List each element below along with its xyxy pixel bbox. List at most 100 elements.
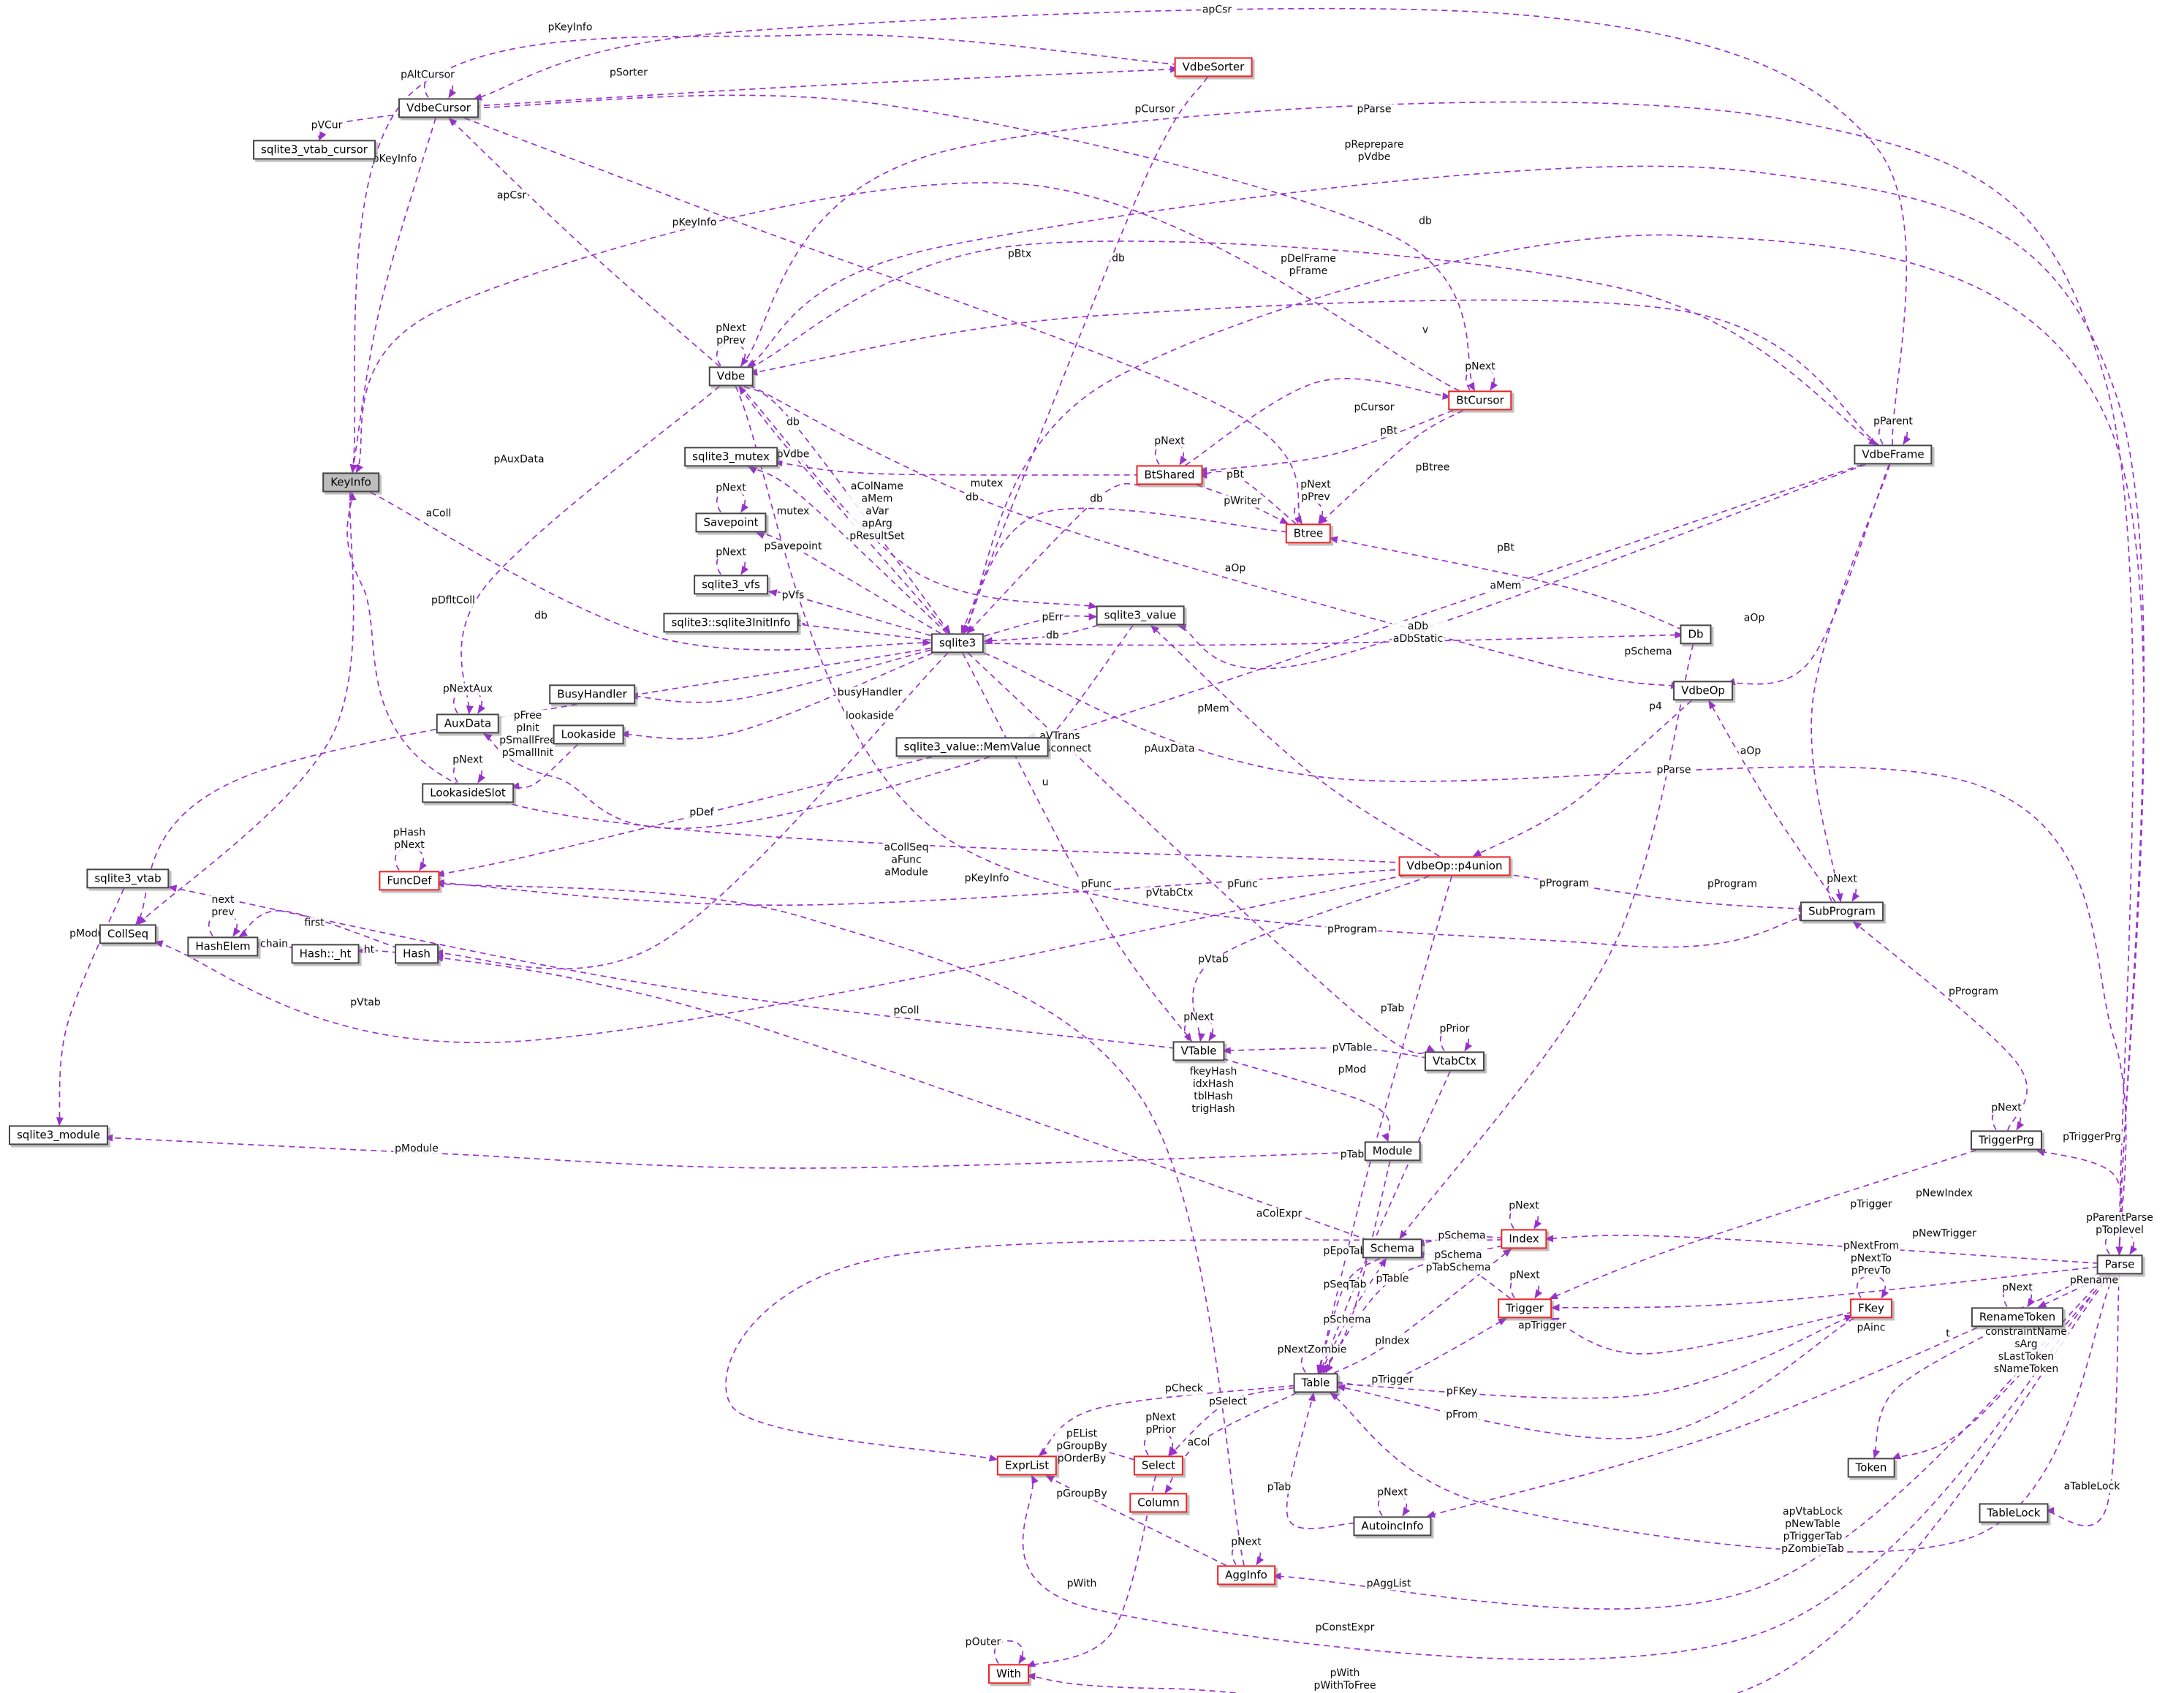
- node-Hash[interactable]: Hash: [395, 944, 439, 964]
- edge-label-aMem: aMem: [1488, 580, 1523, 593]
- edge-sqlite3-to-sqlite3_mutex: [748, 466, 948, 635]
- edge-label-pNext: pNext: [1508, 1269, 1542, 1282]
- edge-label-fkeyHash: fkeyHash idxHash tblHash trigHash: [1188, 1065, 1239, 1116]
- edge-label-pVtab: pVtab: [1197, 953, 1230, 966]
- node-MemValue[interactable]: sqlite3_value::MemValue: [895, 737, 1049, 757]
- node-Select[interactable]: Select: [1133, 1455, 1184, 1476]
- node-sqlite3_mutex[interactable]: sqlite3_mutex: [684, 447, 778, 467]
- edge-label-pFree: pFree pInit pSmallFree pSmallInit: [498, 709, 558, 760]
- edge-label-pVCur: pVCur: [309, 119, 344, 132]
- node-Vdbe[interactable]: Vdbe: [708, 366, 754, 387]
- edge-Parse-to-Trigger: [1550, 1266, 2099, 1311]
- edge-label-pCursor: pCursor: [1352, 401, 1396, 414]
- edge-label-pVTable: pVTable: [1330, 1042, 1374, 1055]
- node-LookasideSlot[interactable]: LookasideSlot: [422, 783, 514, 803]
- edge-label-pRename: pRename: [2068, 1274, 2120, 1287]
- edge-SubProgram-to-VdbeOp: [1708, 700, 1836, 902]
- node-TriggerPrg[interactable]: TriggerPrg: [1971, 1130, 2042, 1151]
- node-p4union[interactable]: VdbeOp::p4union: [1398, 856, 1511, 876]
- edge-label-pBtx: pBtx: [1006, 248, 1034, 261]
- edge-Table-to-Schema: [1319, 1257, 1387, 1374]
- node-VtabCtx[interactable]: VtabCtx: [1424, 1051, 1485, 1072]
- node-AggInfo[interactable]: AggInfo: [1217, 1565, 1275, 1586]
- edge-label-pNext: pNext pPrev: [714, 322, 748, 348]
- edge-BtShared-to-Btree: [1197, 484, 1289, 525]
- node-ExprList[interactable]: ExprList: [996, 1455, 1058, 1476]
- edge-Lookaside-to-LookasideSlot: [510, 743, 578, 790]
- node-sqlite3_module[interactable]: sqlite3_module: [8, 1125, 109, 1145]
- edge-Table-to-Trigger: [1336, 1317, 1507, 1387]
- node-VTable[interactable]: VTable: [1172, 1041, 1225, 1061]
- node-BtCursor[interactable]: BtCursor: [1448, 390, 1512, 411]
- edge-With-self: [993, 1640, 1027, 1664]
- node-Savepoint[interactable]: Savepoint: [695, 512, 767, 533]
- edge-label-pReprepare: pReprepare pVdbe: [1343, 138, 1406, 164]
- node-VdbeFrame[interactable]: VdbeFrame: [1854, 444, 1933, 465]
- node-sqlite3InitInfo[interactable]: sqlite3::sqlite3InitInfo: [663, 613, 799, 633]
- edge-label-pParentParse: pParentParse pToplevel: [2085, 1211, 2155, 1238]
- node-With[interactable]: With: [987, 1664, 1030, 1684]
- node-Schema[interactable]: Schema: [1362, 1238, 1423, 1259]
- edge-TriggerPrg-to-SubProgram: [1852, 920, 2028, 1131]
- node-Db[interactable]: Db: [1680, 624, 1712, 645]
- edge-BtCursor-to-Btree: [1319, 409, 1464, 525]
- node-KeyInfo[interactable]: KeyInfo: [322, 472, 379, 493]
- node-AutoincInfo[interactable]: AutoincInfo: [1353, 1516, 1432, 1537]
- edge-p4union-to-Table: [1316, 876, 1452, 1374]
- node-Trigger[interactable]: Trigger: [1498, 1298, 1552, 1319]
- node-Lookaside[interactable]: Lookaside: [553, 724, 624, 745]
- edge-label-apCsr: apCsr: [495, 189, 528, 202]
- node-TableLock[interactable]: TableLock: [1979, 1503, 2049, 1523]
- edge-sqlite3-to-Savepoint: [755, 531, 941, 635]
- node-SubProgram[interactable]: SubProgram: [1800, 901, 1884, 922]
- edge-label-pNext: pNext pPrev: [1299, 478, 1332, 504]
- edge-VdbeOp-to-p4union: [1472, 700, 1692, 857]
- node-Hash_ht[interactable]: Hash::_ht: [291, 944, 360, 964]
- node-VdbeSorter[interactable]: VdbeSorter: [1174, 57, 1253, 77]
- node-VdbeOp[interactable]: VdbeOp: [1673, 681, 1733, 701]
- edge-label-pNext: pNext: [1182, 1011, 1216, 1024]
- edge-label-pVfs: pVfs: [780, 589, 806, 602]
- node-sqlite3[interactable]: sqlite3: [930, 633, 985, 654]
- edge-label-apTrigger: apTrigger: [1517, 1319, 1568, 1333]
- node-BtShared[interactable]: BtShared: [1136, 465, 1203, 485]
- node-Token[interactable]: Token: [1847, 1458, 1895, 1478]
- edge-label-pKeyInfo: pKeyInfo: [371, 153, 419, 166]
- node-Index[interactable]: Index: [1501, 1229, 1547, 1249]
- node-VdbeCursor[interactable]: VdbeCursor: [398, 98, 479, 118]
- node-sqlite3_vtab[interactable]: sqlite3_vtab: [86, 868, 170, 889]
- node-Parse[interactable]: Parse: [2096, 1254, 2143, 1275]
- edge-label-db: db: [1088, 493, 1104, 506]
- node-sqlite3_vtab_cursor[interactable]: sqlite3_vtab_cursor: [253, 140, 376, 160]
- node-HashElem[interactable]: HashElem: [187, 936, 259, 957]
- edge-Vdbe-to-VdbeFrame: [748, 240, 1878, 446]
- node-CollSeq[interactable]: CollSeq: [99, 924, 157, 944]
- edge-label-pNewTrigger: pNewTrigger: [1911, 1227, 1978, 1241]
- edge-label-pNext: pNext: [1229, 1536, 1263, 1549]
- node-FuncDef[interactable]: FuncDef: [379, 871, 440, 891]
- node-sqlite3_vfs[interactable]: sqlite3_vfs: [694, 575, 768, 595]
- edge-label-t: t: [1944, 1327, 1952, 1341]
- node-RenameToken[interactable]: RenameToken: [1971, 1307, 2064, 1327]
- edge-Parse-to-Token: [1892, 1273, 2111, 1460]
- edge-p4union-to-sqlite3_value: [1150, 624, 1440, 857]
- node-Btree[interactable]: Btree: [1285, 523, 1332, 544]
- node-BusyHandler[interactable]: BusyHandler: [549, 684, 635, 705]
- edge-Schema-to-Hash: [434, 954, 1369, 1241]
- node-sqlite3_value[interactable]: sqlite3_value: [1096, 605, 1185, 626]
- node-Column[interactable]: Column: [1129, 1493, 1188, 1513]
- node-Module[interactable]: Module: [1364, 1141, 1421, 1162]
- edge-RenameToken-to-Token: [1873, 1326, 2001, 1459]
- node-AuxData[interactable]: AuxData: [436, 713, 500, 734]
- edge-label-pBtree: pBtree: [1414, 461, 1452, 474]
- edge-BtCursor-to-BtShared: [1198, 409, 1454, 474]
- edge-label-pGroupBy: pGroupBy: [1055, 1488, 1109, 1501]
- edge-label-pModule: pModule: [393, 1143, 440, 1156]
- edge-label-db: db: [1417, 215, 1433, 228]
- edge-Vdbe-to-AuxData: [460, 385, 720, 715]
- node-Table[interactable]: Table: [1293, 1373, 1338, 1393]
- edge-label-pCheck: pCheck: [1164, 1382, 1205, 1395]
- node-FKey[interactable]: FKey: [1850, 1298, 1892, 1319]
- edge-VdbeFrame-to-SubProgram: [1810, 464, 1891, 903]
